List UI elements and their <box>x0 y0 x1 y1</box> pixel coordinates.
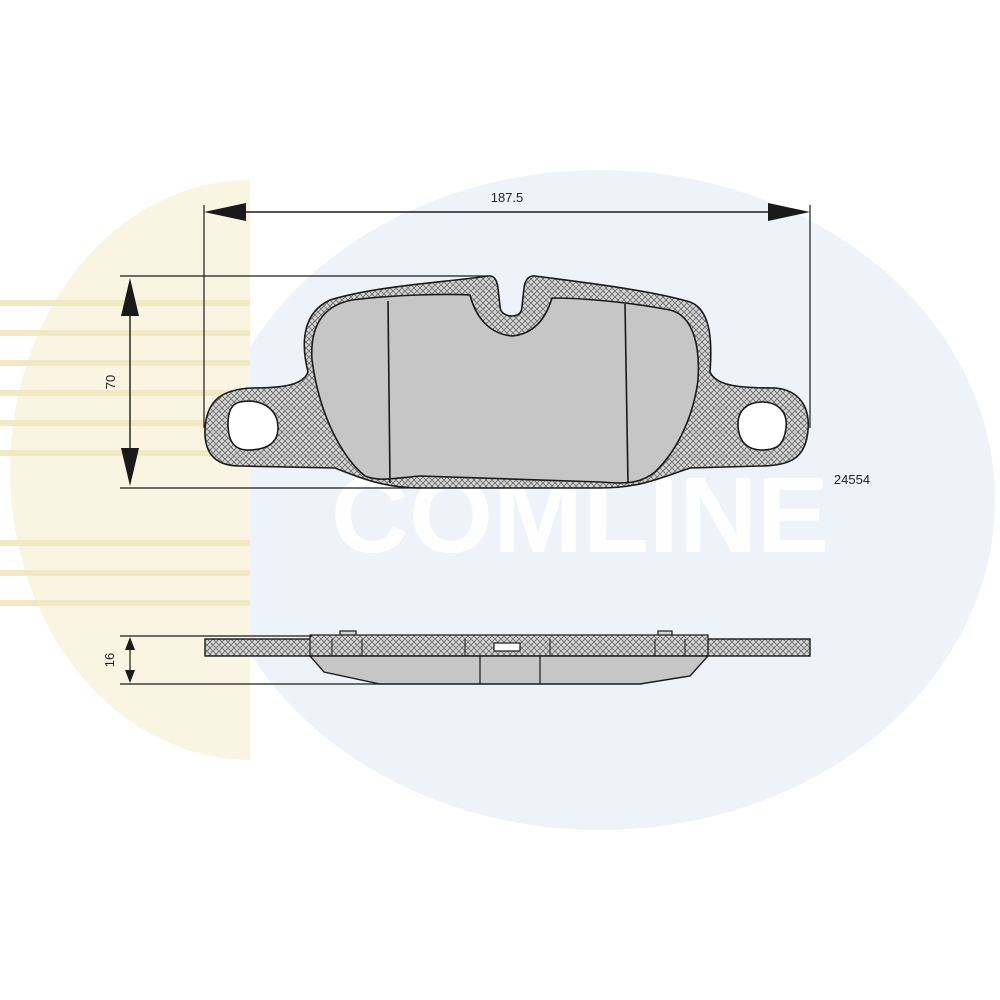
pad-groove-left <box>387 300 391 484</box>
friction-pad-side <box>308 655 710 685</box>
pad-groove-right <box>624 303 629 484</box>
arrow-down-icon <box>121 448 139 486</box>
friction-pad-top <box>310 293 700 484</box>
width-dimension: 187.5 <box>203 190 811 428</box>
height-label: 70 <box>103 375 118 389</box>
thickness-label: 16 <box>102 653 117 667</box>
watermark: COMLINE <box>0 170 995 830</box>
arrow-up-icon <box>121 278 139 316</box>
mounting-hole-right <box>737 401 787 451</box>
part-number: 24554 <box>834 472 870 487</box>
arrow-up-small-icon <box>125 637 135 650</box>
center-notch <box>493 642 521 652</box>
width-label: 187.5 <box>491 190 524 205</box>
side-view <box>204 630 811 685</box>
mounting-hole-left <box>227 400 279 451</box>
arrow-down-small-icon <box>125 670 135 683</box>
arrow-right-icon <box>768 203 810 221</box>
height-dimension: 70 <box>103 275 488 489</box>
thickness-dimension: 16 <box>102 635 380 685</box>
top-view <box>204 275 810 489</box>
arrow-left-icon <box>204 203 246 221</box>
